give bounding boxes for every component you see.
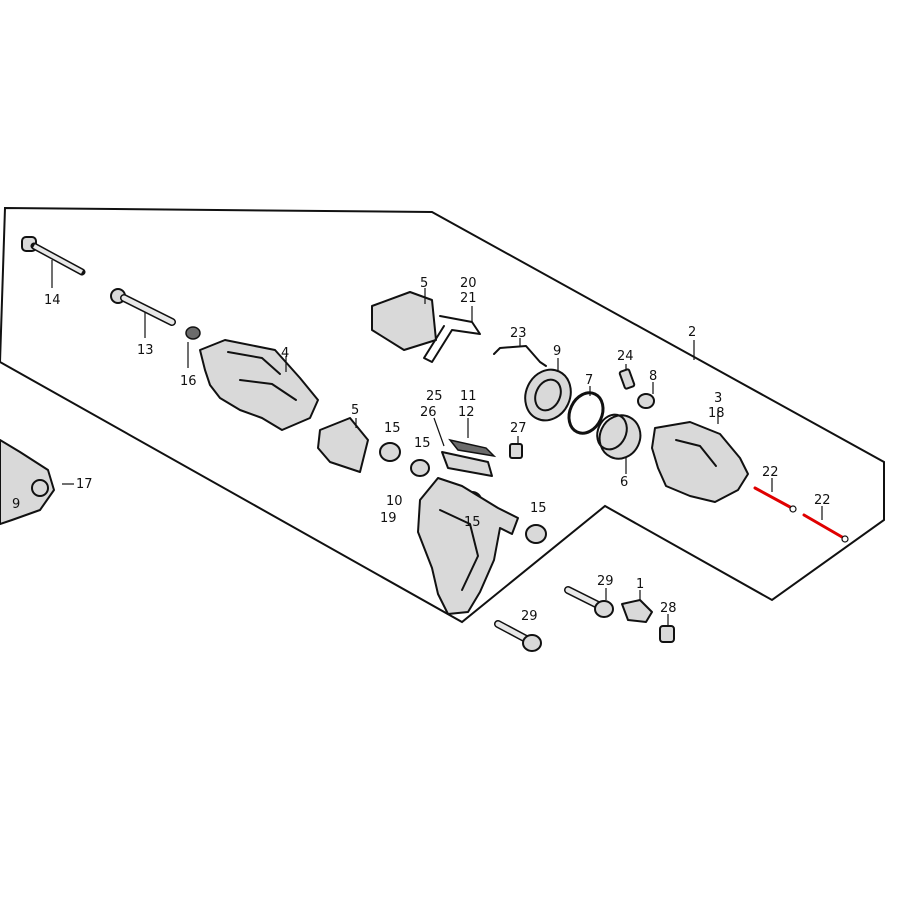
part-14-slide-pin — [21, 236, 86, 288]
part-15-boot-a — [379, 442, 401, 462]
label-22-lower: 22 — [814, 493, 831, 508]
label-5-top: 5 — [420, 276, 428, 291]
label-7: 7 — [585, 373, 593, 388]
label-25: 25 — [426, 389, 443, 404]
highlight-pin-upper — [753, 486, 792, 509]
part-22-pin-upper — [753, 478, 797, 513]
label-22-upper: 22 — [762, 465, 779, 480]
part-23-spring — [493, 338, 547, 367]
part-20-pad-spring — [423, 306, 481, 363]
label-26: 26 — [420, 405, 437, 420]
label-20: 20 — [460, 276, 477, 291]
label-6: 6 — [620, 475, 628, 490]
part-9-dust-seal — [524, 358, 572, 422]
part-15-boot-b — [410, 459, 430, 477]
part-4-caliper-body — [199, 339, 319, 431]
highlight-pin-lower — [802, 513, 844, 539]
caliper-assembly-boundary — [0, 206, 885, 624]
part-24-bleeder-valve — [618, 364, 636, 390]
label-1: 1 — [636, 577, 644, 592]
label-3: 3 — [714, 391, 722, 406]
part-16-bushing — [185, 326, 201, 368]
part-8-bleeder-cap — [637, 382, 655, 409]
part-29-bolt-right — [564, 586, 614, 618]
part-6-piston — [596, 413, 642, 474]
part-13-bolt — [110, 288, 176, 338]
label-5-left: 5 — [351, 403, 359, 418]
part-15-boot-d — [525, 524, 547, 544]
part-5-brake-pad-left — [317, 417, 369, 473]
label-24: 24 — [617, 349, 634, 364]
part-7-piston-seal — [567, 386, 605, 435]
part-29-bolt-left — [494, 620, 542, 652]
label-21: 21 — [460, 291, 477, 306]
part-3-caliper-body — [651, 410, 749, 503]
label-14: 14 — [44, 293, 61, 308]
label-9-small: 9 — [12, 497, 20, 512]
part-28-nut — [659, 614, 675, 643]
label-2: 2 — [688, 325, 696, 340]
part-17-fork-leg — [0, 439, 74, 525]
label-4: 4 — [281, 346, 289, 361]
part-11-pad-shim — [433, 417, 497, 477]
part-1-clip — [621, 590, 653, 623]
label-29-left: 29 — [521, 609, 538, 624]
label-16: 16 — [180, 374, 197, 389]
label-17: 17 — [76, 477, 93, 492]
label-13: 13 — [137, 343, 154, 358]
label-29-right: 29 — [597, 574, 614, 589]
label-11: 11 — [460, 389, 477, 404]
label-8: 8 — [649, 369, 657, 384]
label-15-b: 15 — [414, 436, 431, 451]
part-10-caliper-bracket — [417, 477, 519, 615]
label-9: 9 — [553, 344, 561, 359]
label-28: 28 — [660, 601, 677, 616]
label-27: 27 — [510, 421, 527, 436]
label-15-a: 15 — [384, 421, 401, 436]
part-5-brake-pad-top — [371, 288, 437, 351]
part-22-pin-lower — [802, 506, 849, 543]
label-12: 12 — [458, 405, 475, 420]
part-27-screw — [509, 436, 523, 459]
label-10: 10 — [386, 494, 403, 509]
label-23: 23 — [510, 326, 527, 341]
label-15-d: 15 — [530, 501, 547, 516]
label-15-c: 15 — [464, 515, 481, 530]
label-19: 19 — [380, 511, 397, 526]
label-18: 18 — [708, 406, 725, 421]
